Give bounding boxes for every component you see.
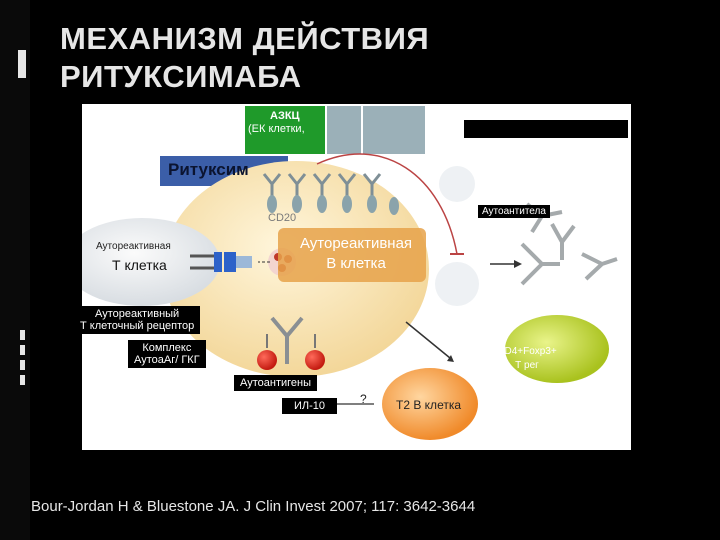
arrow-head xyxy=(514,260,522,268)
diagram-graphics xyxy=(82,106,628,440)
b-cell-label-1: Аутореактивная xyxy=(299,235,413,252)
inhibition-loop xyxy=(316,153,458,255)
adcc-title: АЗКЦ xyxy=(270,110,300,122)
diagram-panel: АЗКЦ (ЕК клетки, Ритуксим CD20 Аутоантит… xyxy=(82,104,631,450)
b-cell-label-bg xyxy=(278,228,426,282)
treg-label-2: Т рег xyxy=(515,360,539,371)
cd20-label: CD20 xyxy=(268,212,297,224)
slide-title: МЕХАНИЗМ ДЕЙСТВИЯ РИТУКСИМАБА xyxy=(60,20,620,96)
autoantibodies-label: Аутоантитела xyxy=(478,205,550,218)
tcr-label-1: Аутореактивный xyxy=(95,308,180,320)
decor-bar xyxy=(20,330,25,340)
complex-label: Комплекс АутоаАг/ ГКГ xyxy=(128,340,206,368)
arrow-head xyxy=(447,355,454,362)
tcr-label-2: Т клеточный рецептор xyxy=(80,320,195,332)
autoantigens-label: Аутоантигены xyxy=(234,375,317,391)
complex-label-1: Комплекс xyxy=(142,342,192,354)
reference: Bour-Jordan H & Bluestone JA. J Clin Inv… xyxy=(31,498,476,515)
t-cell-label-2: Т клетка xyxy=(112,257,167,273)
legend-black-bar xyxy=(464,120,628,138)
th2-label: Т2 В клетка xyxy=(396,398,462,412)
title-line-1: МЕХАНИЗМ ДЕЙСТВИЯ xyxy=(60,21,430,56)
rituximab-label: Ритуксим xyxy=(168,160,249,179)
question-mark: ? xyxy=(360,392,367,406)
tcr-mhc-complex xyxy=(190,252,252,272)
autoantigen-1 xyxy=(257,350,277,370)
adcc-text: (ЕК клетки, xyxy=(248,123,305,135)
b-cell-label-2: В клетка xyxy=(326,255,386,272)
title-line-2: РИТУКСИМАБА xyxy=(60,59,302,94)
t-cell xyxy=(82,218,220,306)
treg-cell xyxy=(505,315,609,383)
left-decoration xyxy=(0,0,30,540)
free-autoantibodies xyxy=(520,202,618,286)
background-circle xyxy=(439,166,475,202)
decor-bar xyxy=(18,50,26,78)
bcr xyxy=(270,316,304,364)
il10-label: ИЛ-10 xyxy=(282,398,338,414)
decor-bar xyxy=(20,375,25,385)
cd20-receptors xyxy=(267,195,399,215)
autoantigen-2 xyxy=(305,350,325,370)
th2-cell xyxy=(382,368,478,440)
decor-bar xyxy=(20,345,25,355)
treg-label-1b: CD4+Foxp3+ xyxy=(497,346,557,357)
apoptosis-box xyxy=(363,106,425,154)
cdc-box xyxy=(327,106,361,154)
arrow-to-treg xyxy=(405,321,451,359)
decor-bar xyxy=(20,360,25,370)
background-circle xyxy=(435,262,479,306)
adcc-box xyxy=(245,106,325,154)
t-cell-label-1: Аутореактивная xyxy=(96,241,171,252)
complex-label-2: АутоаАг/ ГКГ xyxy=(134,354,200,366)
tcr-label: Аутореактивный Т клеточный рецептор xyxy=(74,306,201,334)
